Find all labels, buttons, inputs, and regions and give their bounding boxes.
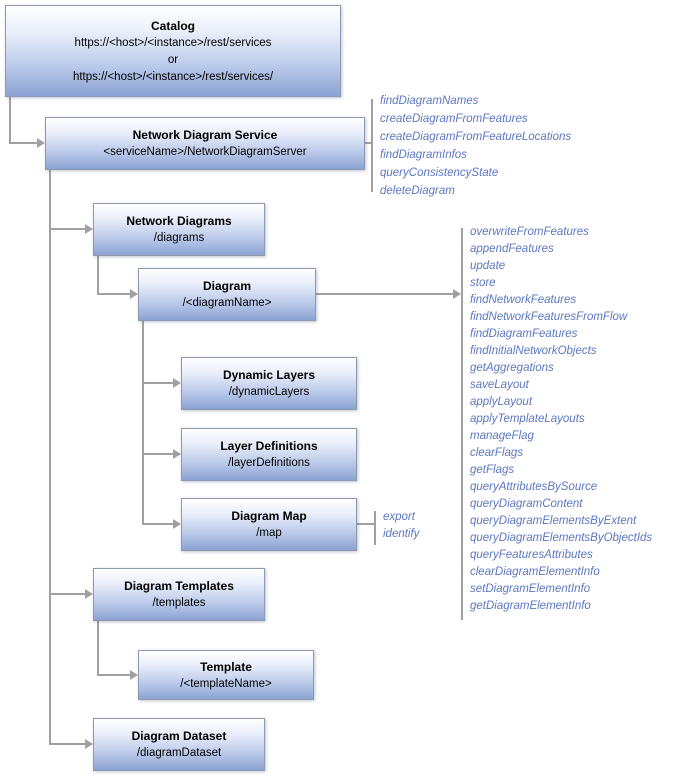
arrowhead-icon xyxy=(173,519,181,529)
catalog-title: Catalog xyxy=(150,18,195,33)
connector-line xyxy=(365,142,373,144)
connector-line xyxy=(316,293,453,295)
arrowhead-icon xyxy=(173,449,181,459)
operation-label: saveLayout xyxy=(470,379,529,391)
operation-label: clearFlags xyxy=(470,447,524,459)
operation-label: getAggregations xyxy=(470,362,554,374)
operation-label: createDiagramFromFeatures xyxy=(380,113,528,125)
connector-line xyxy=(97,621,99,676)
arrowhead-icon xyxy=(85,224,93,234)
connector-line xyxy=(142,453,174,455)
diagram-dataset-box: Diagram Dataset /diagramDataset xyxy=(93,718,265,771)
layer-definitions-box: Layer Definitions /layerDefinitions xyxy=(181,428,357,481)
catalog-box: Catalog https://<host>/<instance>/rest/s… xyxy=(5,5,341,97)
catalog-url-1: https://<host>/<instance>/rest/services xyxy=(74,36,272,49)
diagram-operations-list: overwriteFromFeatures appendFeatures updat… xyxy=(470,224,652,615)
operation-label: queryDiagramElementsByObjectIds xyxy=(470,532,653,544)
connector-line xyxy=(461,228,463,620)
operation-label: setDiagramElementInfo xyxy=(470,583,591,595)
diagram-path: /<diagramName> xyxy=(182,297,272,309)
operation-label: update xyxy=(470,260,506,272)
diagram-templates-box: Diagram Templates /templates xyxy=(93,568,265,621)
connector-line xyxy=(97,293,131,295)
operation-label: createDiagramFromFeatureLocations xyxy=(380,131,572,143)
template-box: Template /<templateName> xyxy=(138,650,314,700)
operation-label: findNetworkFeaturesFromFlow xyxy=(470,311,628,323)
operation-label: queryDiagramContent xyxy=(470,498,583,510)
dynamic-layers-box: Dynamic Layers /dynamicLayers xyxy=(181,357,357,410)
operation-label: deleteDiagram xyxy=(380,185,455,197)
operation-label: getFlags xyxy=(470,464,515,476)
connector-line xyxy=(49,228,86,230)
operation-label: store xyxy=(470,277,496,289)
connector-line xyxy=(97,256,99,295)
operation-label: clearDiagramElementInfo xyxy=(470,566,600,578)
operation-label: getDiagramElementInfo xyxy=(470,600,591,612)
operation-label: applyTemplateLayouts xyxy=(470,413,585,425)
layer-definitions-path: /layerDefinitions xyxy=(228,457,310,469)
connector-line xyxy=(142,382,174,384)
diagram-map-path: /map xyxy=(256,527,282,539)
catalog-url-2: https://<host>/<instance>/rest/services/ xyxy=(72,70,274,83)
connector-line xyxy=(142,523,174,525)
arrowhead-icon xyxy=(37,138,45,148)
connector-line xyxy=(142,321,144,525)
operation-label: findDiagramFeatures xyxy=(470,328,578,340)
diagram-map-title: Diagram Map xyxy=(231,509,307,523)
template-path: /<templateName> xyxy=(180,677,272,690)
arrowhead-icon xyxy=(453,289,461,299)
operation-label: queryFeaturesAttributes xyxy=(470,549,593,561)
operation-label: findDiagramNames xyxy=(380,95,479,107)
network-diagram-service-title: Network Diagram Service xyxy=(132,128,278,142)
operation-label: findDiagramInfos xyxy=(380,149,467,161)
connector-line xyxy=(49,593,86,595)
operation-label: findNetworkFeatures xyxy=(470,294,577,306)
diagram-map-box: Diagram Map /map xyxy=(181,498,357,551)
operation-label: queryDiagramElementsByExtent xyxy=(470,515,637,527)
operation-label: export xyxy=(383,511,415,523)
diagram-dataset-title: Diagram Dataset xyxy=(131,729,227,743)
network-diagrams-box: Network Diagrams /diagrams xyxy=(93,203,265,256)
connector-line xyxy=(9,97,11,144)
operation-label: identify xyxy=(383,528,420,540)
connector-line xyxy=(9,142,38,144)
connector-line xyxy=(97,674,131,676)
network-diagram-service-path: <serviceName>/NetworkDiagramServer xyxy=(103,146,307,158)
diagram-map-operations-list: export identify xyxy=(383,509,419,543)
template-title: Template xyxy=(200,659,252,674)
catalog-or-label: or xyxy=(167,53,179,66)
diagram-title: Diagram xyxy=(202,279,252,293)
service-operations-list: findDiagramNames createDiagramFromFeature… xyxy=(380,92,571,200)
operation-label: queryAttributesBySource xyxy=(470,481,598,493)
diagram-dataset-path: /diagramDataset xyxy=(136,747,222,759)
diagram-templates-title: Diagram Templates xyxy=(124,579,234,593)
operation-label: overwriteFromFeatures xyxy=(470,226,589,238)
operation-label: manageFlag xyxy=(470,430,534,442)
connector-line xyxy=(49,743,86,745)
connector-line xyxy=(371,99,373,192)
arrowhead-icon xyxy=(173,378,181,388)
network-diagrams-title: Network Diagrams xyxy=(126,214,232,228)
arrowhead-icon xyxy=(85,589,93,599)
network-diagrams-path: /diagrams xyxy=(153,232,205,244)
dynamic-layers-path: /dynamicLayers xyxy=(228,386,310,398)
connector-line xyxy=(49,170,51,745)
operation-label: appendFeatures xyxy=(470,243,554,255)
arrowhead-icon xyxy=(130,670,138,680)
arrowhead-icon xyxy=(85,739,93,749)
diagram-box: Diagram /<diagramName> xyxy=(138,268,316,321)
operation-label: findInitialNetworkObjects xyxy=(470,345,597,357)
connector-line xyxy=(357,523,376,525)
arrowhead-icon xyxy=(130,289,138,299)
network-diagram-service-box: Network Diagram Service <serviceName>/Ne… xyxy=(45,117,365,170)
layer-definitions-title: Layer Definitions xyxy=(220,439,318,453)
connector-line xyxy=(374,511,376,545)
diagram-templates-path: /templates xyxy=(152,597,206,609)
dynamic-layers-title: Dynamic Layers xyxy=(222,368,316,382)
operation-label: queryConsistencyState xyxy=(380,167,499,179)
operation-label: applyLayout xyxy=(470,396,533,408)
